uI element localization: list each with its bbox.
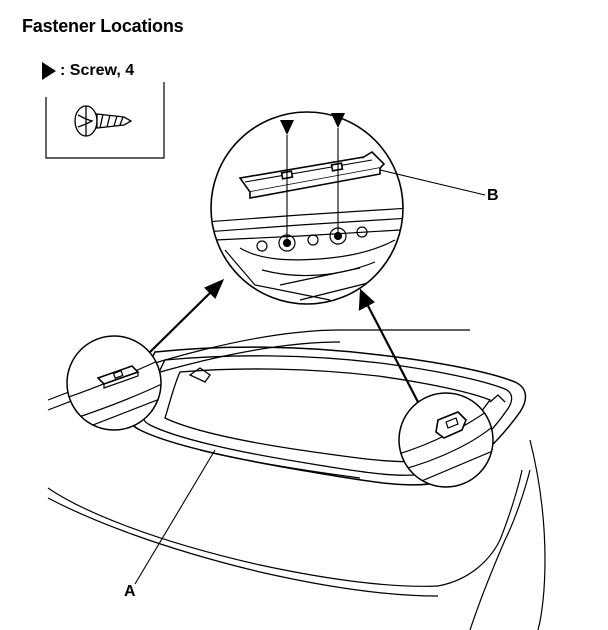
page-title: Fastener Locations	[22, 16, 184, 36]
leader-lines	[134, 169, 486, 585]
screw-marker-2	[331, 113, 345, 236]
bracket-b	[238, 150, 386, 199]
callout-b: B	[487, 187, 499, 204]
screw-legend: : Screw, 4	[42, 60, 134, 82]
screw-marker-1	[280, 120, 294, 243]
detail-arrows	[149, 278, 419, 403]
screw-legend-box	[45, 82, 165, 159]
screw-icon	[74, 105, 133, 137]
callout-a: A	[124, 583, 136, 600]
detail-circle-left	[66, 335, 162, 431]
screw-legend-label: : Screw, 4	[60, 62, 135, 79]
detail-circle-main	[210, 111, 404, 305]
solid-triangle-marker-icon	[42, 62, 56, 80]
